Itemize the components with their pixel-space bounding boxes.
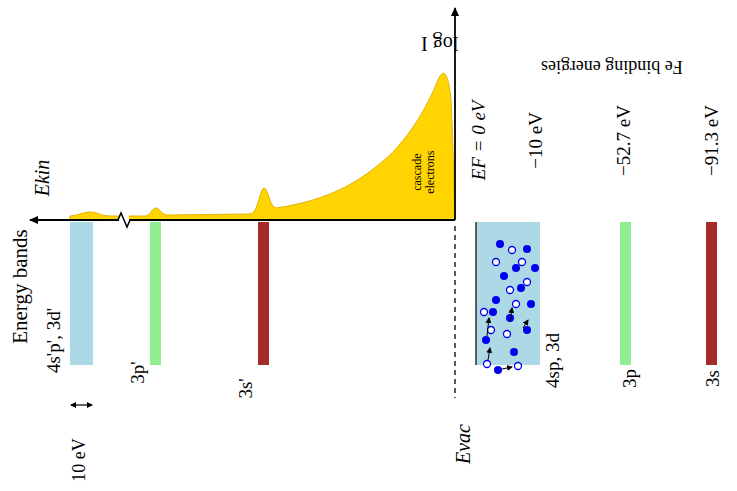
section-title: Fe binding energies xyxy=(541,56,683,76)
band-label: 3p xyxy=(620,368,641,387)
level-label: −91.3 eV xyxy=(702,105,723,176)
band-label: 4s'p', 3d' xyxy=(45,307,66,372)
band-label: 3s' xyxy=(236,378,257,398)
axis-title: Energy bands xyxy=(8,230,31,345)
level-label: Evac xyxy=(452,424,474,464)
band-label: 3p' xyxy=(128,361,149,383)
level-label: −52.7 eV xyxy=(614,105,635,176)
band-label: 3s xyxy=(703,370,724,387)
scale-label: 10 eV xyxy=(70,438,90,482)
curve-label: cascade electrons xyxy=(411,142,437,202)
axis-label: Ekin xyxy=(31,160,53,197)
level-label: EF = 0 eV xyxy=(470,100,491,180)
level-label: −10 eV xyxy=(526,112,547,169)
band-label: 4sp, 3d xyxy=(543,333,564,388)
axis-label: log I xyxy=(421,33,458,55)
